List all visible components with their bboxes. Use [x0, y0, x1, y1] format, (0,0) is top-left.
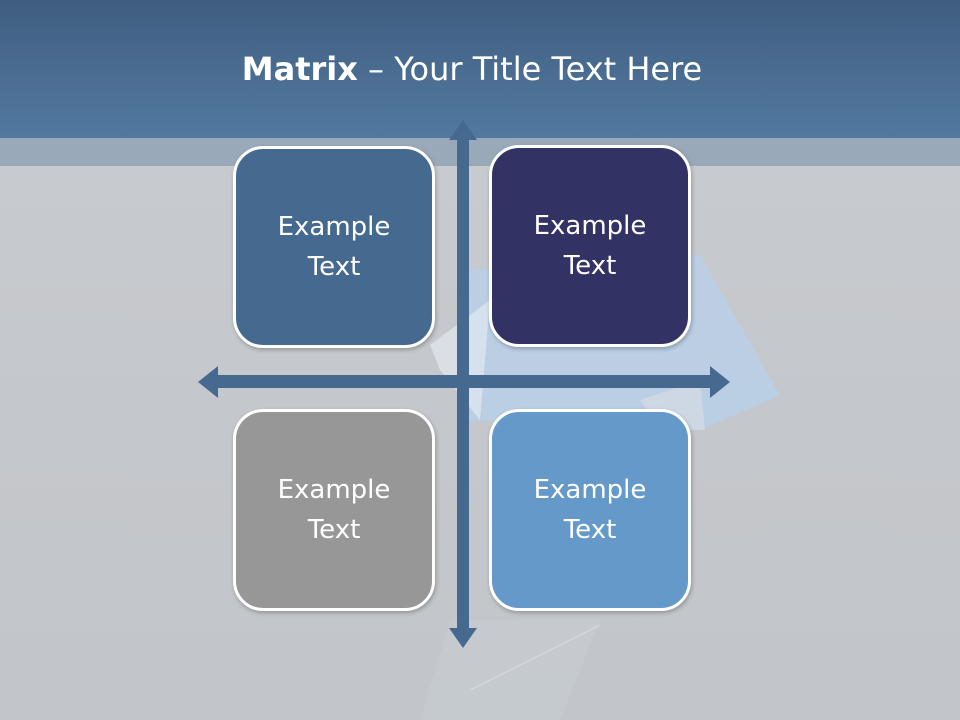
- matrix-box-bottom-left: Example Text: [233, 409, 435, 611]
- title-bold: Matrix: [241, 50, 358, 88]
- box-text: Example Text: [277, 475, 391, 545]
- horizontal-axis-arrow: [198, 366, 730, 398]
- title-bar: [0, 0, 960, 138]
- title-text: – Your Title Text Here: [357, 50, 703, 88]
- header-band: [0, 138, 960, 166]
- box-text: Example Text: [533, 211, 647, 281]
- matrix-box-top-left: Example Text: [233, 146, 435, 348]
- slide-title: Matrix – Your Title Text Here: [0, 50, 944, 88]
- matrix-box-bottom-right: Example Text: [489, 409, 691, 611]
- matrix-box-top-right: Example Text: [489, 145, 691, 347]
- box-text: Example Text: [533, 475, 647, 545]
- box-text: Example Text: [277, 212, 391, 282]
